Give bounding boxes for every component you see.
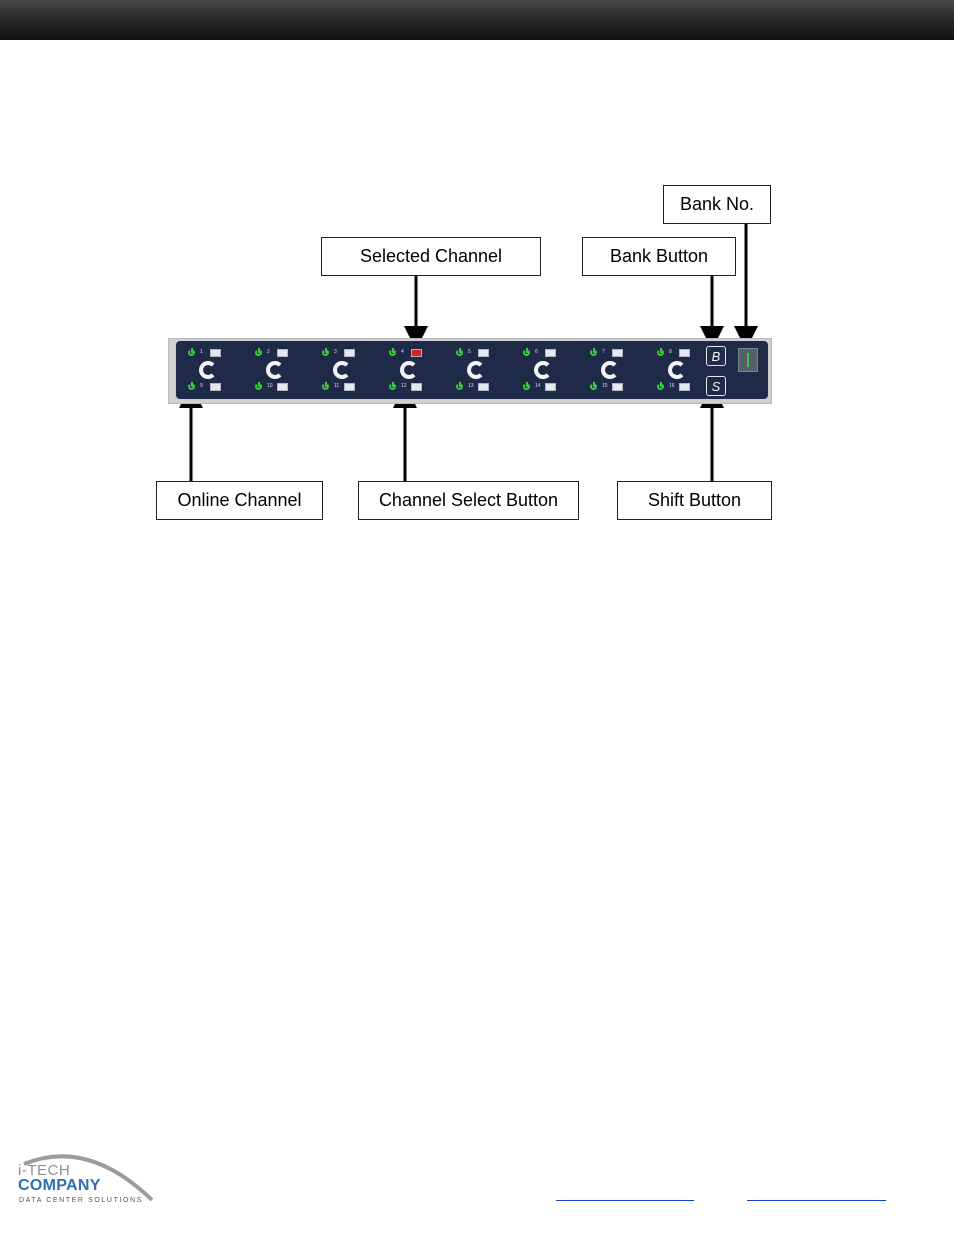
logo-line2: COMPANY bbox=[18, 1177, 101, 1195]
channel-column: 3 11 bbox=[318, 341, 378, 399]
monitor-indicator-icon bbox=[612, 349, 623, 357]
monitor-indicator-icon bbox=[277, 383, 288, 391]
online-led-icon bbox=[523, 349, 530, 356]
online-led-icon bbox=[590, 383, 597, 390]
callout-online-channel: Online Channel bbox=[156, 481, 323, 520]
channel-number: 10 bbox=[267, 383, 273, 389]
callout-bank-button: Bank Button bbox=[582, 237, 736, 276]
monitor-indicator-icon bbox=[612, 383, 623, 391]
footer-link-2[interactable] bbox=[747, 1190, 886, 1201]
online-led-icon bbox=[255, 349, 262, 356]
monitor-indicator-icon bbox=[478, 349, 489, 357]
monitor-indicator-icon bbox=[277, 349, 288, 357]
monitor-indicator-icon bbox=[478, 383, 489, 391]
channel-number: 12 bbox=[401, 383, 407, 389]
channel-column: 8 16 bbox=[653, 341, 713, 399]
channel-number: 3 bbox=[334, 349, 337, 355]
monitor-indicator-icon bbox=[344, 349, 355, 357]
channel-number: 13 bbox=[468, 383, 474, 389]
online-led-icon bbox=[188, 349, 195, 356]
monitor-indicator-icon bbox=[344, 383, 355, 391]
channel-number: 16 bbox=[669, 383, 675, 389]
online-led-icon bbox=[456, 383, 463, 390]
monitor-indicator-icon bbox=[679, 383, 690, 391]
channel-number: 11 bbox=[334, 383, 339, 389]
channel-column: 6 14 bbox=[519, 341, 579, 399]
channel-select-button[interactable] bbox=[266, 361, 284, 379]
callout-channel-select-button: Channel Select Button bbox=[358, 481, 579, 520]
channel-column: 5 13 bbox=[452, 341, 512, 399]
online-led-icon bbox=[657, 383, 664, 390]
channel-column: 7 15 bbox=[586, 341, 646, 399]
callout-shift-button: Shift Button bbox=[617, 481, 772, 520]
online-led-icon bbox=[523, 383, 530, 390]
monitor-indicator-icon bbox=[210, 349, 221, 357]
channel-number: 7 bbox=[602, 349, 605, 355]
online-led-icon bbox=[389, 383, 396, 390]
logo-tagline: DATA CENTER SOLUTIONS bbox=[19, 1197, 143, 1204]
online-led-icon bbox=[188, 383, 195, 390]
channel-select-button[interactable] bbox=[534, 361, 552, 379]
callout-bank-no: Bank No. bbox=[663, 185, 771, 224]
channel-select-button[interactable] bbox=[467, 361, 485, 379]
channel-number: 1 bbox=[200, 349, 203, 355]
channel-select-button[interactable] bbox=[668, 361, 686, 379]
channel-number: 4 bbox=[401, 349, 404, 355]
footer-link-1[interactable] bbox=[556, 1190, 694, 1201]
online-led-icon bbox=[322, 383, 329, 390]
channel-select-button[interactable] bbox=[333, 361, 351, 379]
online-led-icon bbox=[657, 349, 664, 356]
company-logo: i-TECH COMPANY DATA CENTER SOLUTIONS bbox=[18, 1148, 158, 1208]
channel-select-button[interactable] bbox=[601, 361, 619, 379]
monitor-indicator-icon bbox=[210, 383, 221, 391]
online-led-icon bbox=[590, 349, 597, 356]
channel-select-button[interactable] bbox=[400, 361, 418, 379]
online-led-icon bbox=[456, 349, 463, 356]
bank-number-display bbox=[738, 348, 758, 372]
monitor-indicator-icon bbox=[679, 349, 690, 357]
channel-column: 4 12 bbox=[385, 341, 445, 399]
selected-channel-indicator-icon bbox=[411, 349, 422, 357]
channel-number: 5 bbox=[468, 349, 471, 355]
monitor-indicator-icon bbox=[545, 383, 556, 391]
channel-select-button[interactable] bbox=[199, 361, 217, 379]
channel-number: 2 bbox=[267, 349, 270, 355]
channel-number: 8 bbox=[669, 349, 672, 355]
online-led-icon bbox=[389, 349, 396, 356]
callout-selected-channel: Selected Channel bbox=[321, 237, 541, 276]
channel-number: 15 bbox=[602, 383, 608, 389]
channel-number: 9 bbox=[200, 383, 203, 389]
online-led-icon bbox=[322, 349, 329, 356]
channel-column: 2 10 bbox=[251, 341, 311, 399]
online-led-icon bbox=[255, 383, 262, 390]
monitor-indicator-icon bbox=[545, 349, 556, 357]
monitor-indicator-icon bbox=[411, 383, 422, 391]
channel-number: 14 bbox=[535, 383, 541, 389]
channel-number: 6 bbox=[535, 349, 538, 355]
